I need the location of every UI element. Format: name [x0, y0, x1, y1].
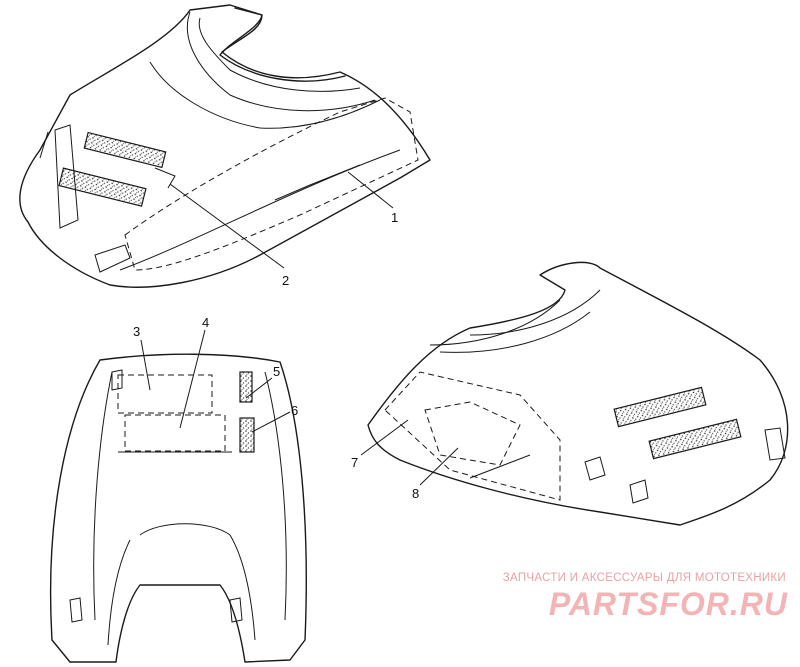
leader-5	[245, 377, 273, 399]
leader-2	[169, 183, 285, 269]
callout-5: 5	[273, 364, 280, 379]
watermark-tagline: ЗАПЧАСТИ И АКСЕССУАРЫ ДЛЯ МОТОТЕХНИКИ	[502, 572, 786, 584]
watermark-logo: PARTSFOR.RU	[548, 586, 788, 622]
callout-labels: 1 2 3 4 5 6 7 8	[133, 210, 419, 501]
hood-right	[367, 261, 789, 526]
leader-1	[347, 171, 394, 209]
callout-8: 8	[412, 486, 419, 501]
leader-3	[140, 339, 151, 391]
leader-4	[179, 329, 206, 429]
leader-6	[251, 411, 291, 433]
hood-bottom-center	[49, 353, 307, 663]
leader-lines	[140, 171, 459, 486]
callout-2: 2	[282, 273, 289, 288]
callout-4: 4	[202, 315, 209, 330]
leader-7	[360, 419, 409, 456]
leader-8	[419, 447, 459, 486]
callout-6: 6	[291, 403, 298, 418]
callout-1: 1	[391, 210, 398, 225]
callout-7: 7	[351, 455, 358, 470]
callout-3: 3	[133, 324, 140, 339]
hood-top-left	[19, 4, 431, 288]
